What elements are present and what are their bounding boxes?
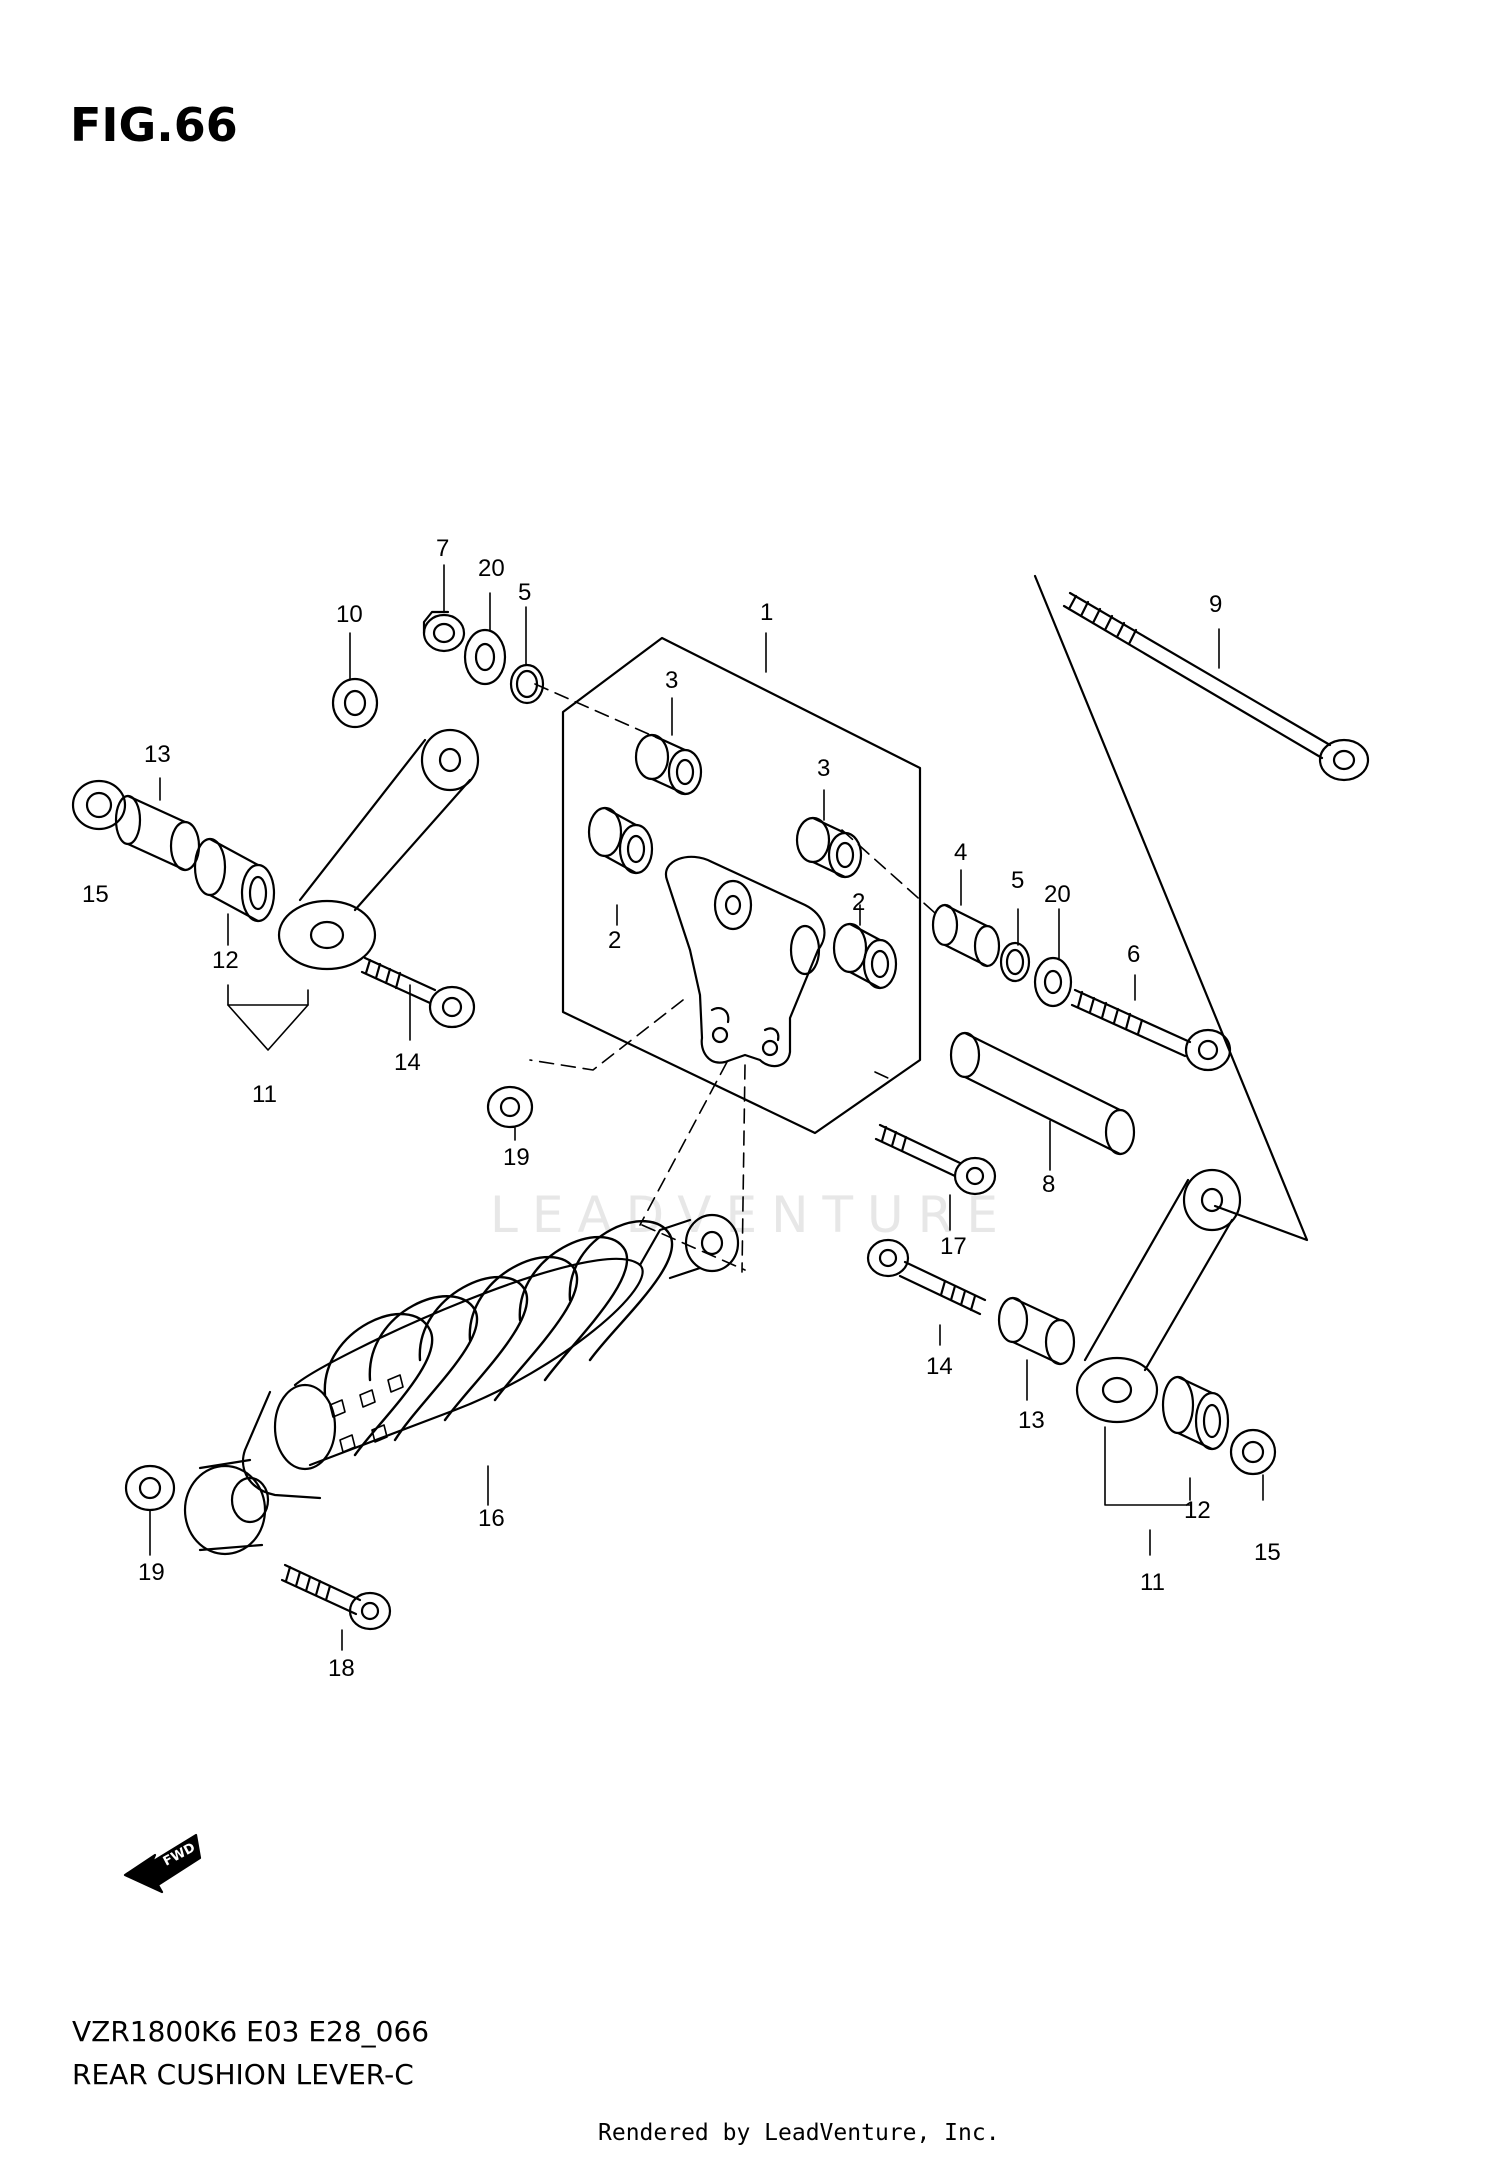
part-17-bolt: [874, 1123, 997, 1196]
callout: 12: [1184, 1497, 1211, 1524]
part-20-washer-right: [1033, 956, 1073, 1008]
part-14-bolt-right: [866, 1238, 987, 1316]
callout: 15: [82, 881, 109, 908]
part-15-nut-right: [1229, 1428, 1277, 1476]
part-18-bolt: [280, 1563, 392, 1631]
callout: 4: [954, 839, 967, 866]
part-20-washer-top: [463, 628, 507, 686]
callout: 11: [252, 1081, 277, 1108]
callout: 2: [852, 889, 865, 916]
part-15-nut-left: [71, 779, 127, 831]
part-12-bearing-right: [1161, 1375, 1230, 1451]
part-12-bearing-left: [193, 837, 276, 923]
figure-title: FIG.66: [70, 98, 238, 152]
callout: 7: [436, 535, 449, 562]
part-19-nut-lower: [124, 1464, 176, 1512]
callout: 5: [518, 579, 531, 606]
callout: 1: [760, 599, 773, 626]
callout: 19: [503, 1144, 530, 1171]
part-7-nut: [422, 610, 466, 653]
callout: 8: [1042, 1171, 1055, 1198]
part-14-bolt-left: [360, 956, 476, 1029]
callout: 3: [665, 667, 678, 694]
part-9-long-bolt: [1062, 591, 1370, 782]
part-4-collar: [931, 903, 1001, 968]
part-1-cushion-lever: [664, 855, 826, 1068]
callout: 14: [394, 1049, 421, 1076]
part-16-shock-absorber: [183, 1213, 740, 1556]
callout: 19: [138, 1559, 165, 1586]
callout: 9: [1209, 591, 1222, 618]
callout: 6: [1127, 941, 1140, 968]
part-13-sleeve-left: [114, 794, 201, 872]
part-19-nut-upper: [486, 1085, 534, 1129]
part-11-lever-right: [1075, 1168, 1242, 1424]
part-5-seal-right: [999, 941, 1031, 983]
callout: 3: [817, 755, 830, 782]
callout: 2: [608, 927, 621, 954]
part-8-spacer: [949, 1031, 1136, 1156]
part-9-outline: [1033, 574, 1309, 1242]
callout: 11: [1140, 1569, 1165, 1596]
part-11-lever-left: [277, 728, 480, 971]
callout: 17: [940, 1233, 967, 1260]
callout: 20: [478, 555, 505, 582]
part-6-bolt: [1070, 988, 1232, 1072]
callout: 5: [1011, 867, 1024, 894]
diagram-caption: REAR CUSHION LEVER-C: [72, 2058, 414, 2091]
part-2-bearing-a: [587, 806, 654, 875]
callout: 18: [328, 1655, 355, 1682]
callout: 14: [926, 1353, 953, 1380]
part-3-bearing-b: [795, 816, 863, 879]
part-2-bearing-b: [832, 922, 898, 990]
watermark: LEADVENTURE: [490, 1186, 1012, 1244]
callout: 16: [478, 1505, 505, 1532]
rendered-by-footer: Rendered by LeadVenture, Inc.: [598, 2120, 1000, 2146]
part-5-seal-top: [509, 663, 545, 705]
callout: 13: [1018, 1407, 1045, 1434]
part-13-sleeve-right: [997, 1296, 1076, 1366]
callout: 10: [336, 601, 363, 628]
callout: 12: [212, 947, 239, 974]
part-3-bearing-a: [634, 733, 703, 796]
part-1-outline: [561, 636, 922, 1135]
fwd-arrow-icon: [123, 1833, 202, 1894]
callout: 13: [144, 741, 171, 768]
callout: 20: [1044, 881, 1071, 908]
part-10-bushing: [331, 677, 379, 729]
callout: 15: [1254, 1539, 1281, 1566]
model-code: VZR1800K6 E03 E28_066: [72, 2015, 430, 2048]
